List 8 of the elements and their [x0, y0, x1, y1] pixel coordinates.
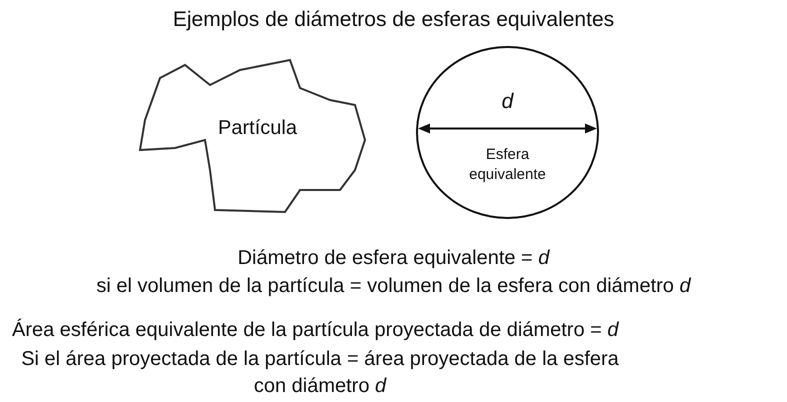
diagram-title: Ejemplos de diámetros de esferas equivalentes — [172, 8, 616, 32]
definition-text: si el volumen de la partícula = volumen de la esfera con diámetro d — [95, 275, 692, 298]
definition-text: Si el área proyectada de la partícula = área proyectada de la esfera con diámetro d — [20, 347, 620, 399]
definition-text: Área esférica equivalente de la partícula proyectada de diámetro = d — [11, 319, 620, 342]
sphere-label: Esfera equivalente — [468, 145, 547, 185]
definition-text: Diámetro de esfera equivalente = d — [236, 247, 551, 270]
diameter-symbol: d — [500, 90, 515, 114]
particle-label: Partícula — [217, 117, 298, 140]
